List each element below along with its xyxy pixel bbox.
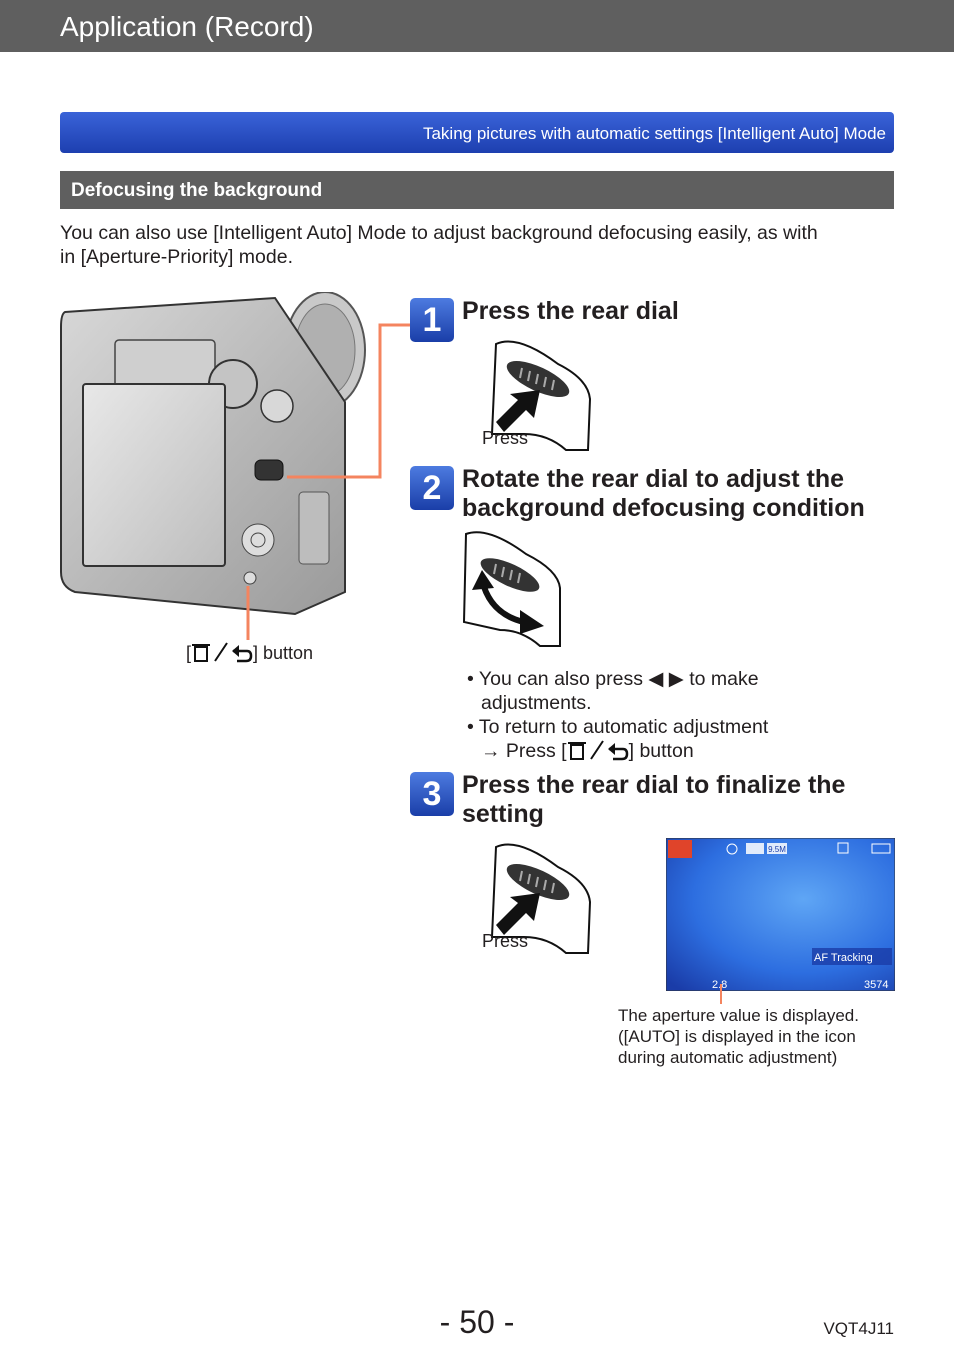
rear-dial-rotate-icon [462,531,561,647]
header-title: Application (Record) [60,11,314,42]
aperture-caption: The aperture value is displayed. ([AUTO]… [618,1006,859,1067]
callout-lines [246,323,410,640]
camera-lcd-screen: 9.5M AF Tracking 3574 2.8 [666,838,895,991]
flash-icon [726,843,738,855]
trash-return-icon [192,642,253,663]
focus-mode-icon [837,842,849,854]
step-2-title: Rotate the rear dial to adjust the backg… [462,465,865,522]
left-right-arrows-icon: ◀ ▶ [648,668,684,690]
intelligent-auto-icon [668,840,692,858]
battery-icon [871,843,891,854]
document-code: VQT4J11 [823,1319,894,1338]
breadcrumb: Taking pictures with automatic settings … [60,112,894,153]
intro-paragraph: You can also use [Intelligent Auto] Mode… [60,222,818,268]
page-number: - 50 - [439,1304,515,1340]
step-1-badge: 1 [410,298,454,342]
step-3-badge: 3 [410,772,454,816]
step-3-title: Press the rear dial to finalize the sett… [462,771,846,828]
step-1-title: Press the rear dial [462,297,679,325]
lcd-resolution: 9.5M [768,845,786,854]
rear-dial-press-icon [490,843,592,954]
page-header: Application (Record) [0,0,954,52]
note-bullet-2-cont: → Press [ ] button [481,740,694,762]
step-2-badge: 2 [410,466,454,510]
breadcrumb-text[interactable]: Taking pictures with automatic settings … [422,124,886,143]
section-title-bar: Defocusing the background [60,171,894,209]
lcd-aperture-value: 2.8 [712,979,727,991]
camera-illustration [60,292,366,616]
lcd-af-tracking: AF Tracking [814,952,873,964]
aperture-callout-line [720,984,722,1004]
delete-return-button-label: [ ] button [186,642,314,663]
lcd-shot-count: 3574 [864,979,888,991]
step-3-press-label: Press [482,931,529,951]
step-1-press-label: Press [482,428,529,448]
rear-dial-press-icon [490,340,592,451]
note-bullet-2: • To return to automatic adjustment [467,716,769,738]
note-bullet-1-cont: adjustments. [481,692,592,714]
section-title: Defocusing the background [71,180,323,201]
note-bullet-1: • You can also press ◀ ▶ to make [467,668,759,690]
trash-return-icon [567,740,628,761]
